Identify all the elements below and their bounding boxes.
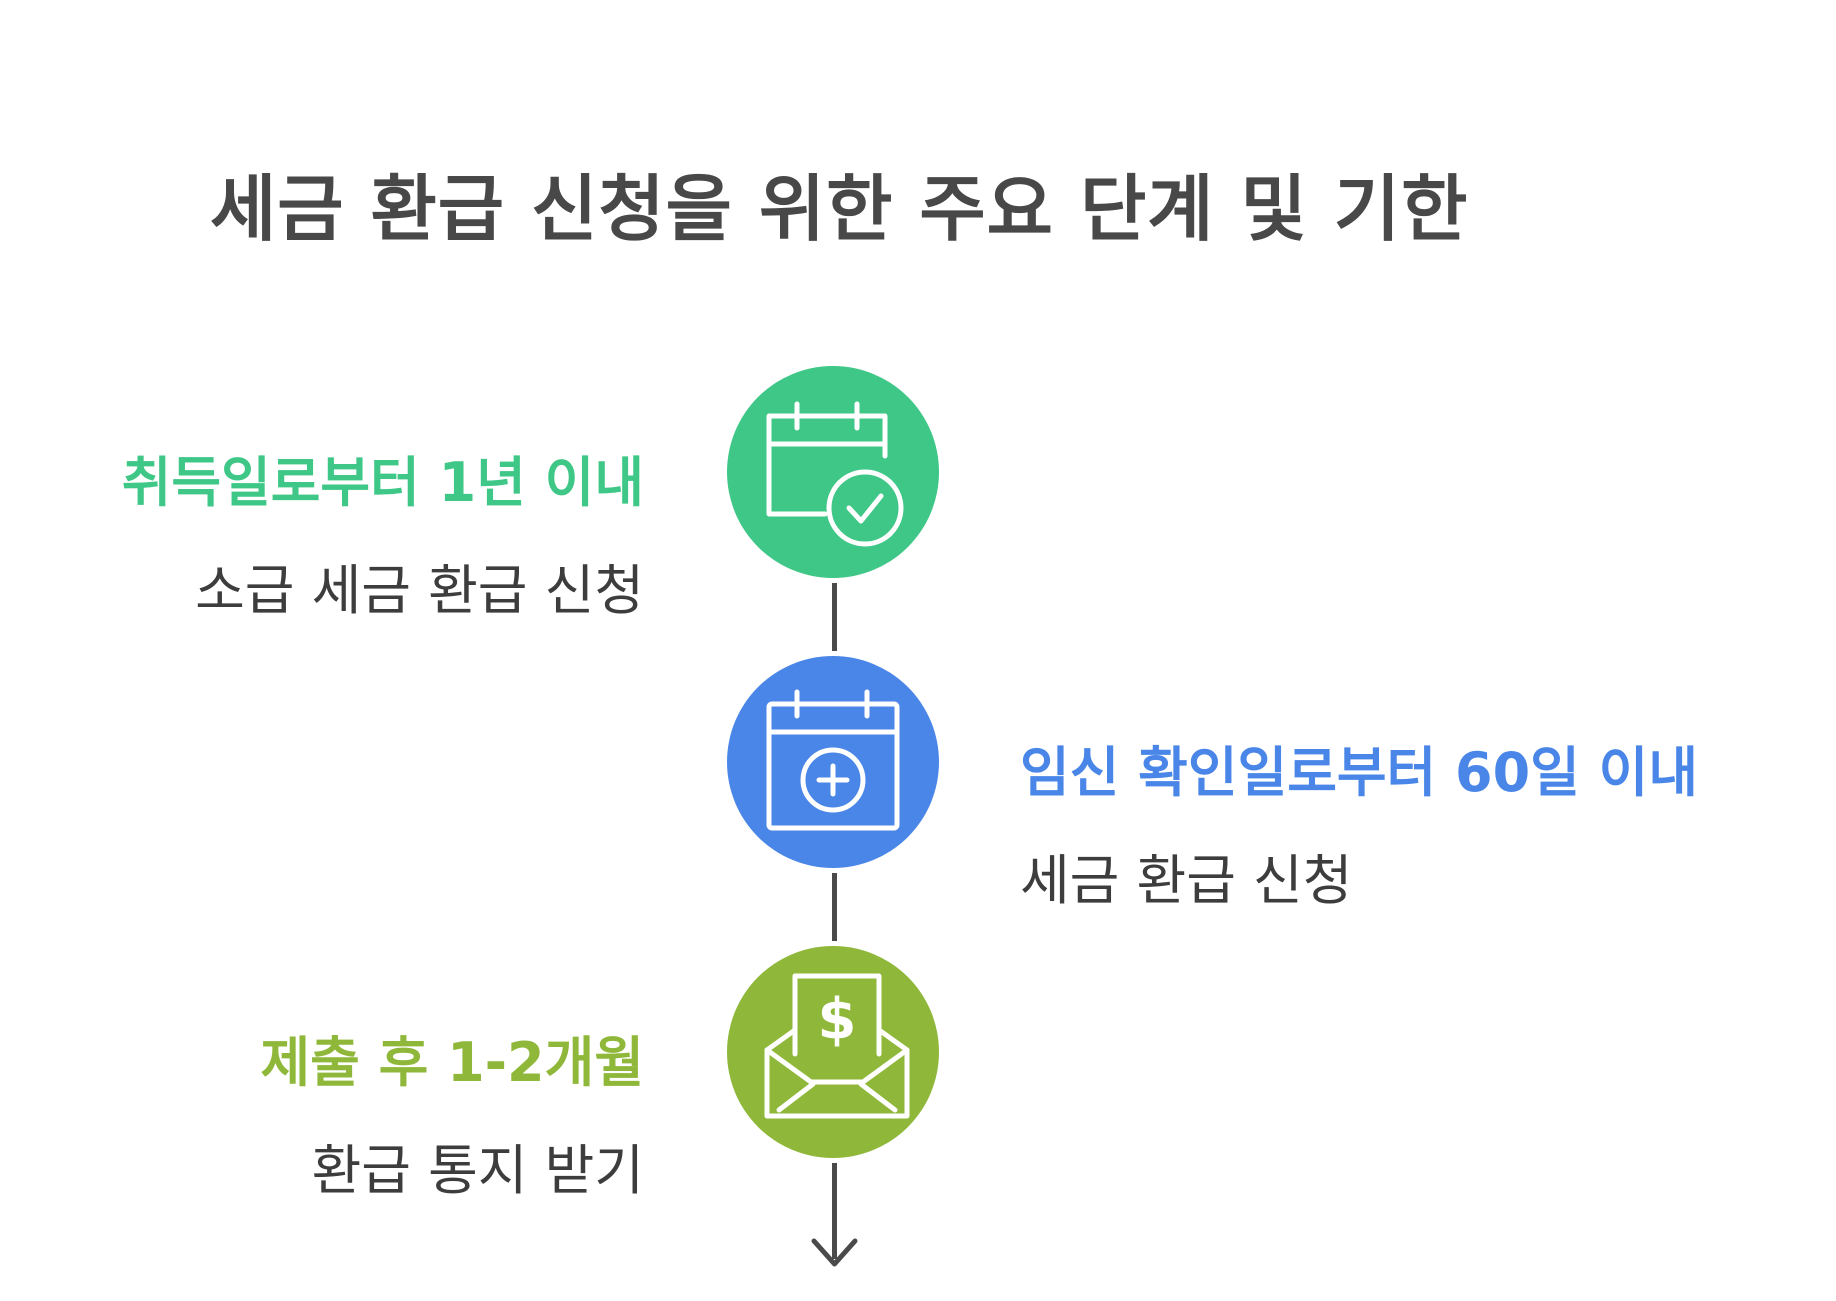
step-1-circle	[727, 366, 939, 578]
calendar-plus-icon	[727, 656, 939, 868]
connector-line	[832, 583, 837, 651]
connector-line	[832, 873, 837, 941]
step-3-circle: $	[727, 946, 939, 1158]
arrow-down-icon	[811, 1238, 858, 1267]
connector-line	[832, 1163, 837, 1259]
step-2-heading: 임신 확인일로부터 60일 이내	[1020, 741, 1699, 804]
step-3-heading: 제출 후 1-2개월	[260, 1031, 644, 1094]
step-3-description: 환급 통지 받기	[311, 1139, 644, 1202]
step-1-heading: 취득일로부터 1년 이내	[121, 451, 644, 514]
step-1-description: 소급 세금 환급 신청	[195, 559, 644, 622]
svg-text:$: $	[818, 987, 857, 1052]
step-2-circle	[727, 656, 939, 868]
page-title: 세금 환급 신청을 위한 주요 단계 및 기한	[210, 167, 1469, 251]
envelope-dollar-icon: $	[727, 946, 939, 1158]
step-2-description: 세금 환급 신청	[1020, 849, 1353, 912]
calendar-check-icon	[727, 366, 939, 578]
